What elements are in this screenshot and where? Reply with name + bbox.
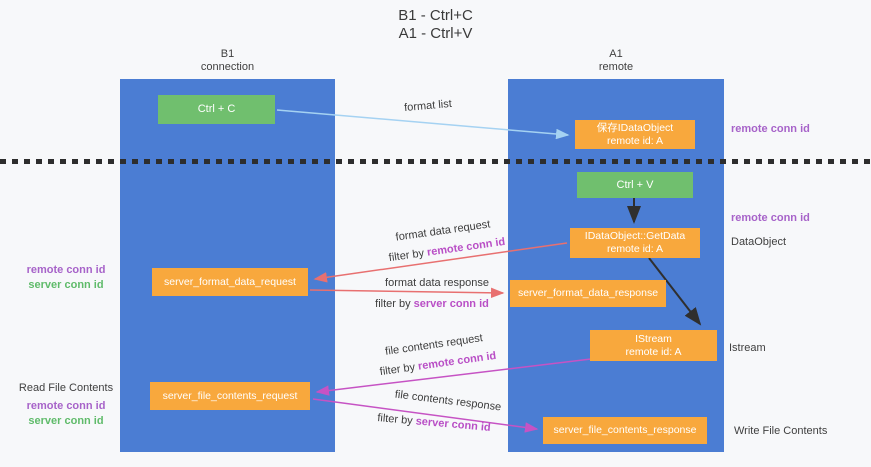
node-ctrl-v-label: Ctrl + V: [616, 178, 654, 191]
title-line-1: B1 - Ctrl+C: [398, 7, 473, 24]
side-label-dataobject: DataObject: [731, 236, 787, 248]
arrow-file-request-to-response: [312, 398, 539, 433]
node-save-idataobject-line2: remote id: A: [606, 134, 664, 147]
lane-a1-role: remote: [598, 61, 634, 73]
lane-a1-name: A1: [609, 48, 623, 60]
node-server-format-data-response-label: server_format_data_response: [517, 287, 659, 299]
node-server-file-contents-response: server_file_contents_response: [543, 417, 707, 444]
filter-key-server-1: server conn id: [413, 298, 489, 310]
node-server-format-data-request: server_format_data_request: [152, 268, 308, 296]
node-server-format-data-response: server_format_data_response: [510, 280, 666, 307]
side-label-group-read-file: Read File Contents remote conn id server…: [14, 381, 118, 429]
lane-b1-role: connection: [200, 61, 255, 73]
node-server-file-contents-request: server_file_contents_request: [150, 382, 310, 410]
node-ctrl-c: Ctrl + C: [158, 95, 275, 124]
arrow-format-request-to-response: [309, 287, 505, 299]
side-label-remote-conn-id-top-right: remote conn id: [731, 123, 810, 135]
lane-b1-name: B1: [220, 48, 235, 60]
node-getdata-line2: remote id: A: [606, 243, 664, 255]
lane-header-b1: B1 connection: [120, 48, 335, 74]
side-label-remote-conn-id-bottom-left: remote conn id: [26, 400, 106, 412]
side-label-istream: Istream: [729, 342, 766, 354]
node-server-file-contents-request-label: server_file_contents_request: [162, 389, 298, 402]
lane-header-a1: A1 remote: [508, 48, 724, 74]
node-server-file-contents-response-label: server_file_contents_response: [553, 424, 697, 436]
diagram-title: B1 - Ctrl+C A1 - Ctrl+V: [0, 7, 871, 43]
node-save-idataobject-line1: 保存IDataObject: [596, 121, 674, 134]
side-label-remote-conn-id-mid-right: remote conn id: [731, 212, 810, 224]
node-ctrl-c-label: Ctrl + C: [197, 103, 236, 115]
edge-label-format-data-response: format data response: [385, 277, 489, 289]
title-line-2: A1 - Ctrl+V: [398, 25, 473, 42]
arrow-getdata-to-format-request: [313, 242, 568, 283]
node-getdata-line1: IDataObject::GetData: [584, 230, 686, 242]
edge-label-filter-server-1: filter by server conn id: [375, 298, 489, 310]
node-save-idataobject: 保存IDataObject remote id: A: [575, 120, 695, 149]
side-label-server-conn-id-bottom-left: server conn id: [28, 415, 104, 427]
side-label-write-file-contents: Write File Contents: [734, 425, 828, 437]
dashed-separator-line: [0, 159, 871, 164]
node-server-format-data-request-label: server_format_data_request: [164, 275, 296, 288]
arrow-istream-to-file-request: [315, 358, 592, 396]
node-ctrl-v: Ctrl + V: [577, 172, 693, 198]
filter-prefix-2: filter by: [375, 298, 414, 310]
node-istream-line2: remote id: A: [625, 345, 682, 358]
arrow-getdata-to-istream: [648, 257, 702, 326]
node-istream-line1: IStream: [635, 332, 672, 345]
node-istream: IStream remote id: A: [590, 330, 717, 361]
arrow-format-list: [276, 109, 570, 140]
side-label-group-conn-ids-left: remote conn id server conn id: [14, 263, 118, 293]
side-label-server-conn-id-left: server conn id: [28, 279, 104, 291]
side-label-read-file-contents: Read File Contents: [18, 382, 114, 394]
side-label-remote-conn-id-left: remote conn id: [26, 264, 106, 276]
node-idataobject-getdata: IDataObject::GetData remote id: A: [570, 228, 700, 258]
